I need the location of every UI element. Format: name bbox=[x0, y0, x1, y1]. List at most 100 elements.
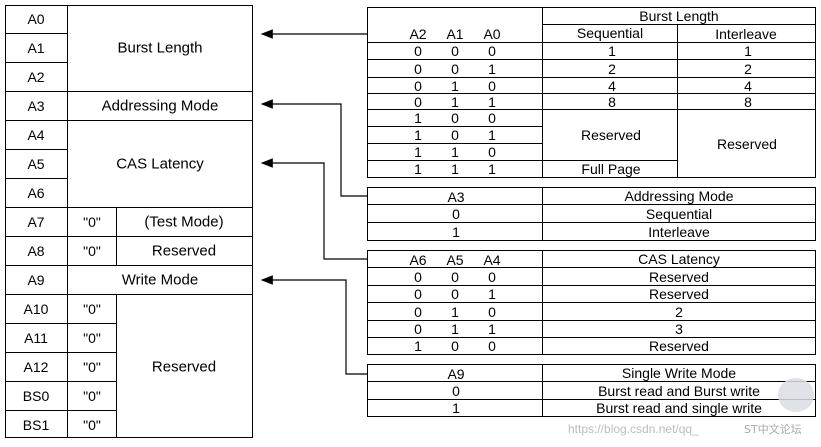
field-addressing-mode: Addressing Mode bbox=[101, 97, 219, 115]
cas-header-a6: A6 bbox=[409, 252, 427, 268]
watermark-url: https://blog.csdn.net/qq_ bbox=[568, 422, 699, 436]
burst-row-3-int: 4 bbox=[744, 78, 752, 94]
cas-header-latency: CAS Latency bbox=[638, 251, 720, 267]
burst-row-3-a0: 0 bbox=[488, 78, 496, 94]
write-row-1-a9: 0 bbox=[452, 383, 460, 399]
burst-row-4-seq: 8 bbox=[608, 94, 616, 110]
burst-seq-reserved: Reserved bbox=[581, 127, 641, 143]
write-header-mode: Single Write Mode bbox=[621, 365, 737, 381]
burst-header-sequential: Sequential bbox=[576, 25, 644, 41]
burst-row-5-a2: 1 bbox=[414, 110, 422, 126]
cas-row-3-a6: 0 bbox=[414, 304, 422, 320]
burst-row-7-a0: 0 bbox=[488, 144, 496, 160]
bit-label-a9: A9 bbox=[27, 272, 45, 288]
field-write-mode: Write Mode bbox=[121, 271, 199, 289]
cas-row-3-a5: 1 bbox=[451, 304, 459, 320]
burst-header-a2: A2 bbox=[409, 26, 427, 42]
bit-label-a4: A4 bbox=[27, 127, 45, 143]
burst-header-a1: A1 bbox=[446, 26, 464, 42]
cas-row-2-a6: 0 bbox=[414, 286, 422, 302]
cas-row-5-a5: 0 bbox=[451, 338, 459, 354]
burst-row-3-seq: 4 bbox=[608, 78, 616, 94]
a10-value: "0" bbox=[83, 301, 101, 317]
field-cas-latency: CAS Latency bbox=[116, 155, 204, 173]
watermark-logo bbox=[778, 378, 814, 412]
cas-row-2-a5: 0 bbox=[451, 286, 459, 302]
field-burst-length: Burst Length bbox=[117, 39, 203, 57]
cas-row-2-latency: Reserved bbox=[649, 286, 709, 302]
burst-header-a0: A0 bbox=[483, 26, 501, 42]
write-row-2-a9: 1 bbox=[452, 400, 460, 416]
addr-row-2-mode: Interleave bbox=[648, 224, 710, 240]
bit-label-a5: A5 bbox=[27, 156, 45, 172]
burst-row-3-a1: 1 bbox=[451, 78, 459, 94]
connector-arrows bbox=[260, 29, 367, 375]
burst-table-grid bbox=[367, 7, 816, 178]
cas-row-3-a4: 0 bbox=[488, 304, 496, 320]
bit-label-a1: A1 bbox=[27, 40, 45, 56]
a8-value: "0" bbox=[83, 243, 101, 259]
field-reserved-bottom: Reserved bbox=[151, 358, 217, 376]
burst-row-7-a1: 1 bbox=[451, 144, 459, 160]
cas-row-2-a4: 1 bbox=[488, 286, 496, 302]
burst-row-6-a1: 0 bbox=[451, 127, 459, 143]
burst-row-2-a1: 0 bbox=[451, 61, 459, 77]
addr-row-1-mode: Sequential bbox=[645, 206, 713, 222]
burst-row-7-a2: 1 bbox=[414, 144, 422, 160]
cas-header-a4: A4 bbox=[483, 252, 501, 268]
bs1-value: "0" bbox=[83, 417, 101, 433]
cas-row-4-a4: 1 bbox=[488, 321, 496, 337]
addr-row-1-a3: 0 bbox=[452, 206, 460, 222]
burst-row-2-int: 2 bbox=[744, 61, 752, 77]
burst-row-4-int: 8 bbox=[744, 94, 752, 110]
burst-row-1-a0: 0 bbox=[488, 43, 496, 59]
burst-row-1-int: 1 bbox=[744, 43, 752, 59]
cas-row-1-a5: 0 bbox=[451, 269, 459, 285]
burst-row-4-a0: 1 bbox=[488, 94, 496, 110]
burst-row-8-a0: 1 bbox=[488, 161, 496, 177]
bit-label-bs0: BS0 bbox=[22, 388, 50, 404]
bit-label-a10: A10 bbox=[23, 301, 49, 317]
bit-label-a3: A3 bbox=[27, 98, 45, 114]
burst-header-interleave: Interleave bbox=[715, 26, 777, 42]
write-row-1-mode: Burst read and Burst write bbox=[598, 383, 760, 399]
write-row-2-mode: Burst read and single write bbox=[596, 400, 762, 416]
burst-row-4-a1: 1 bbox=[451, 94, 459, 110]
burst-row-2-seq: 2 bbox=[608, 61, 616, 77]
bit-label-a0: A0 bbox=[27, 11, 45, 27]
burst-row-4-a2: 0 bbox=[414, 94, 422, 110]
cas-row-5-a4: 0 bbox=[488, 338, 496, 354]
bit-label-a11: A11 bbox=[24, 330, 48, 346]
bit-label-a8: A8 bbox=[27, 243, 45, 259]
write-table-grid bbox=[367, 364, 816, 417]
burst-row-2-a2: 0 bbox=[414, 61, 422, 77]
bit-label-bs1: BS1 bbox=[22, 417, 50, 433]
cas-row-1-latency: Reserved bbox=[649, 269, 709, 285]
cas-row-3-latency: 2 bbox=[675, 304, 683, 320]
burst-row-2-a0: 1 bbox=[488, 61, 496, 77]
cas-row-1-a6: 0 bbox=[414, 269, 422, 285]
burst-row-3-a2: 0 bbox=[414, 78, 422, 94]
bit-label-a7: A7 bbox=[27, 214, 45, 230]
cas-row-1-a4: 0 bbox=[488, 269, 496, 285]
field-a8-reserved: Reserved bbox=[151, 242, 217, 260]
bit-label-a2: A2 bbox=[27, 69, 45, 85]
addr-row-2-a3: 1 bbox=[452, 224, 460, 240]
cas-row-5-a6: 1 bbox=[414, 338, 422, 354]
cas-row-4-a5: 1 bbox=[451, 321, 459, 337]
burst-row-8-a1: 1 bbox=[451, 161, 459, 177]
bs0-value: "0" bbox=[83, 388, 101, 404]
burst-full-page: Full Page bbox=[581, 161, 641, 177]
burst-row-6-a2: 1 bbox=[414, 127, 422, 143]
burst-row-6-a0: 1 bbox=[488, 127, 496, 143]
cas-table-grid bbox=[367, 250, 816, 355]
addressing-table-grid bbox=[367, 187, 816, 241]
a11-value: "0" bbox=[83, 330, 101, 346]
cas-row-4-a6: 0 bbox=[414, 321, 422, 337]
burst-row-8-a2: 1 bbox=[414, 161, 422, 177]
burst-row-5-a0: 0 bbox=[488, 110, 496, 126]
field-test-mode: (Test Mode) bbox=[144, 213, 224, 231]
left-register-table bbox=[5, 5, 253, 438]
cas-header-a5: A5 bbox=[446, 252, 464, 268]
